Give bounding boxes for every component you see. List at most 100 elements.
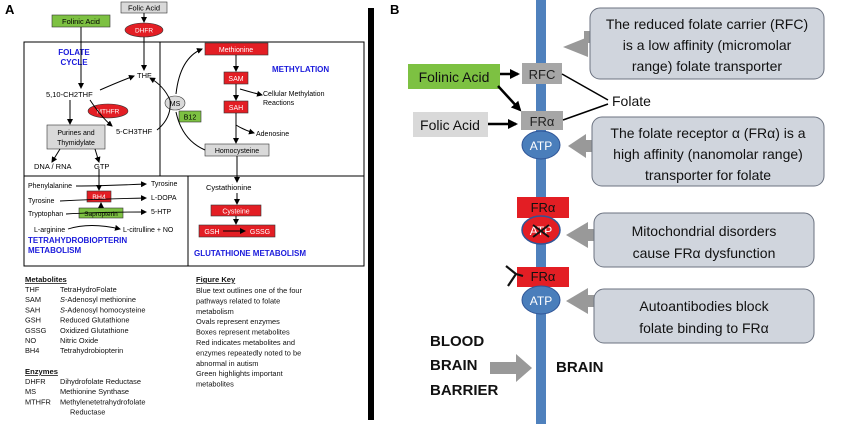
sam-label: SAM: [228, 76, 243, 83]
metabolite-name: Oxidized Glutathione: [60, 326, 129, 335]
autoantibody-icon: [505, 265, 524, 287]
callout-arrow-4: [566, 288, 588, 314]
callout-arrow-3-shaft: [586, 229, 596, 241]
metabolite-abbr: GSSG: [25, 326, 47, 335]
gssg-label: GSSG: [250, 229, 270, 236]
rfc-transporter: [522, 63, 562, 84]
rfc-label: RFC: [529, 67, 556, 82]
callout-auto-line-2: folate binding to FRα: [639, 320, 769, 336]
dhfr-label: DHFR: [135, 28, 153, 35]
callout-autoantibodies: [593, 288, 815, 344]
l-citrulline-label: L-citrulline + NO: [123, 227, 174, 234]
mthfr-label: MTHFR: [97, 109, 120, 116]
cellular-methylation-1: Cellular Methylation: [263, 91, 325, 98]
folate-label: Folate: [612, 93, 651, 109]
figure-key-line: abnormal in autism: [196, 359, 258, 368]
purines-label-2: Thymidylate: [57, 140, 95, 147]
fra-label-2: FRα: [531, 200, 556, 215]
atp-mitochondrion-3: [521, 285, 561, 315]
callout-rfc-line-2: is a low affinity (micromolar: [623, 37, 792, 53]
figure-key-line: metabolites: [196, 380, 234, 389]
figure-key-line: Ovals represent enzymes: [196, 317, 280, 326]
callout-mito-line-1: Mitochondrial disorders: [632, 223, 777, 239]
enzyme-abbr: MS: [25, 387, 36, 396]
enzyme-name: Reductase: [70, 408, 105, 417]
cellular-methylation-2: Reactions: [263, 100, 295, 107]
gsh-label: GSH: [204, 229, 219, 236]
metabolite-abbr: BH4: [25, 346, 39, 355]
l-dopa-label: L-DOPA: [151, 195, 177, 202]
callout-arrow-2-shaft: [584, 140, 594, 152]
bbb-label-3: BARRIER: [430, 382, 499, 399]
callout-fra: [591, 116, 825, 187]
figure-key-line: pathways related to folate: [196, 296, 280, 305]
arrow-trp-5htp: [65, 209, 147, 216]
folinic-acid-box-b: [408, 64, 500, 89]
tyrosine-left-label: Tyrosine: [28, 198, 55, 205]
folate-line-fra: [562, 103, 609, 121]
enzymes-heading: Enzymes: [25, 367, 58, 376]
fra-dysfunctional-1: [517, 197, 569, 218]
callout-arrow-2: [568, 134, 586, 158]
fra-transporter: [521, 111, 563, 130]
arrow-methylene-thf: [99, 74, 135, 91]
b12-box: [178, 110, 202, 123]
callout-arrow-3: [566, 222, 588, 248]
folic-acid-label: Folic Acid: [128, 4, 160, 13]
atp-label-3: ATP: [530, 294, 552, 308]
figure-key-line: Blue text outlines one of the four: [196, 286, 303, 295]
metabolite-abbr: GSH: [25, 316, 41, 325]
metabolite-name: S-Adenosyl homocysteine: [60, 305, 145, 314]
pathway-frame: [23, 41, 365, 267]
figure-key-line: Green highlights important: [196, 369, 283, 378]
folic-acid-label-b: Folic Acid: [420, 117, 480, 133]
metabolite-abbr: NO: [25, 336, 36, 345]
purines-box: [46, 124, 106, 150]
callout-arrow-4-shaft: [586, 295, 596, 307]
arrow-arginine-citrulline: [67, 224, 121, 231]
bh4-metabolism-title-1: TETRAHYDROBIOPTERIN: [28, 236, 127, 245]
metabolite-abbr: THF: [25, 285, 40, 294]
enzyme-abbr: DHFR: [25, 377, 46, 386]
callout-fra-line-1: The folate receptor α (FRα) is a: [610, 125, 805, 141]
panel-label-b: B: [390, 2, 399, 17]
bbb-arrow-shaft: [490, 362, 518, 374]
arrow-mthfr-methyl: [89, 99, 113, 127]
sah-label: SAH: [229, 105, 243, 112]
callout-mitochondrial: [593, 212, 815, 268]
metabolite-name: TetraHydroFolate: [60, 285, 117, 294]
fra-label: FRα: [530, 114, 555, 129]
metabolite-name: Tetrahydrobiopterin: [60, 346, 123, 355]
callout-mito-line-2: cause FRα dysfunction: [633, 245, 776, 261]
figure-key-list: Blue text outlines one of the fourpathwa…: [196, 286, 303, 389]
adenosine-label: Adenosine: [256, 131, 289, 138]
x-mark-icon: [532, 224, 550, 238]
methyl-thf-label: 5-CH3THF: [116, 127, 153, 136]
bbb-label-2: BRAIN: [430, 357, 478, 374]
panel-separator: [368, 8, 374, 420]
arrow-phe-tyr: [75, 181, 147, 188]
tryptophan-label: Tryptophan: [28, 211, 63, 218]
enzyme-name: Methylenetetrahydrofolate: [60, 397, 145, 406]
metabolite-name: S-Adenosyl methionine: [60, 295, 136, 304]
bh4-metabolism-title-2: METABOLISM: [28, 246, 82, 255]
gtp-label: GTP: [94, 162, 109, 171]
figure-key-line: enzymes repeatedly noted to be: [196, 348, 301, 357]
enzyme-name: Methionine Synthase: [60, 387, 129, 396]
glutathione-title: GLUTATHIONE METABOLISM: [194, 249, 306, 258]
figure-key-line: Boxes represent metabolites: [196, 328, 290, 337]
callout-fra-line-2: high affinity (nanomolar range): [613, 146, 803, 162]
folate-cycle-title-1: FOLATE: [58, 48, 90, 57]
folate-line-rfc: [561, 73, 609, 101]
atp-mitochondrion-1: [521, 130, 561, 160]
callout-rfc: [589, 7, 825, 80]
arrow-purines-dna: [51, 148, 61, 163]
fra-dysfunctional-2: [517, 267, 569, 287]
purines-label-1: Purines and: [57, 130, 94, 137]
brain-label: BRAIN: [556, 359, 604, 376]
5-htp-label: 5-HTP: [151, 209, 172, 216]
b12-label: B12: [184, 115, 197, 122]
